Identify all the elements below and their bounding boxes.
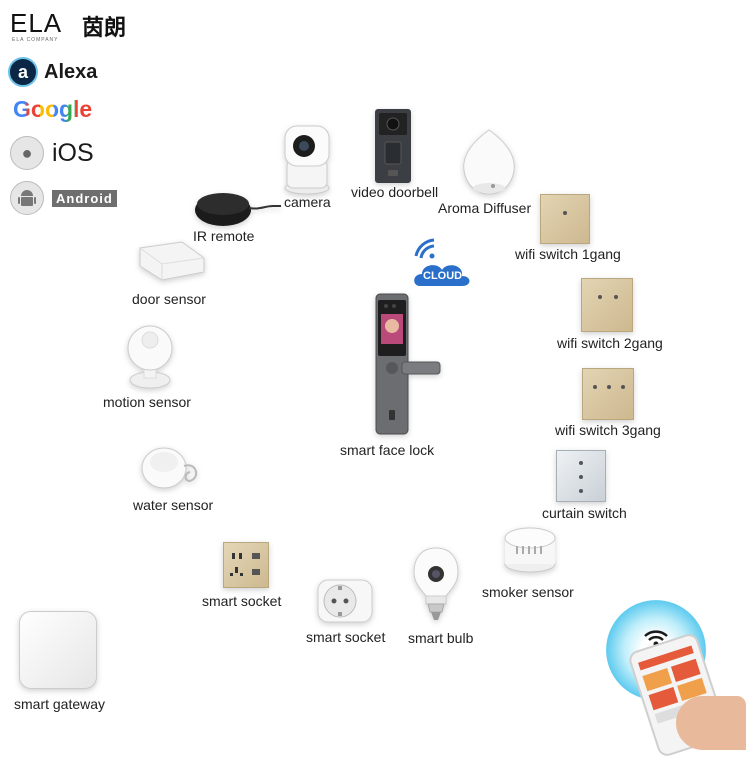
platform-ios: ● iOS <box>10 136 94 170</box>
smart-socket-plug-label: smart socket <box>306 629 386 645</box>
ir-remote-device <box>195 193 281 226</box>
apple-icon: ● <box>10 136 44 170</box>
smart-gateway-label: smart gateway <box>14 696 106 712</box>
wifi-switch-1gang-label: wifi switch 1gang <box>515 246 621 262</box>
smart-socket-panel-device <box>223 542 269 588</box>
smart-socket-panel-label: smart socket <box>202 593 282 609</box>
wifi-switch-3gang-label: wifi switch 3gang <box>555 422 661 438</box>
curtain-switch-device <box>556 450 606 502</box>
water-sensor-device <box>141 447 198 489</box>
curtain-switch-label: curtain switch <box>542 505 627 521</box>
cloud-label: CLOUD <box>423 270 463 282</box>
alexa-label: Alexa <box>44 60 98 83</box>
camera-device <box>284 125 330 195</box>
switch-dot-icon <box>621 385 625 389</box>
switch-dot-icon <box>579 489 583 493</box>
switch-dot-icon <box>614 295 618 299</box>
phone-app-illustration <box>606 600 750 758</box>
wifi-icon <box>414 238 470 286</box>
google-wordmark: Google <box>13 96 93 122</box>
android-label: Android <box>52 189 117 207</box>
smart-bulb-device <box>413 547 459 620</box>
smart-gateway-device <box>19 611 97 689</box>
smart-bulb-label: smart bulb <box>408 630 474 646</box>
smart-socket-plug-device <box>317 579 373 623</box>
ir-remote-label: IR remote <box>193 228 255 244</box>
platform-alexa: a Alexa <box>8 57 97 87</box>
switch-dot-icon <box>579 461 583 465</box>
wifi-switch-2gang-label: wifi switch 2gang <box>557 335 663 351</box>
wifi-switch-3gang-device <box>582 368 634 420</box>
wifi-switch-2gang-device <box>581 278 633 332</box>
wifi-switch-1gang-device <box>540 194 590 244</box>
logo-text: ELA <box>10 8 63 38</box>
switch-dot-icon <box>607 385 611 389</box>
ios-label: iOS <box>52 138 94 167</box>
motion-sensor-device <box>127 325 173 389</box>
video-doorbell-device <box>375 109 411 183</box>
switch-dot-icon <box>593 385 597 389</box>
alexa-icon: a <box>8 57 38 87</box>
brand-logo: ELA 茵朗 ELA COMPANY <box>10 8 140 44</box>
android-icon <box>10 181 44 215</box>
switch-dot-icon <box>563 211 567 215</box>
cloud-badge: CLOUD <box>410 238 474 290</box>
motion-sensor-label: motion sensor <box>103 394 191 410</box>
hand <box>676 696 746 750</box>
logo-chinese: 茵朗 <box>82 15 127 40</box>
video-doorbell-label: video doorbell <box>351 184 439 200</box>
door-sensor-device <box>139 241 205 281</box>
socket-holes-icon <box>230 553 260 576</box>
switch-dot-icon <box>598 295 602 299</box>
water-sensor-label: water sensor <box>133 497 214 513</box>
smoker-sensor-device <box>504 527 556 573</box>
platform-android: Android <box>10 181 117 215</box>
camera-label: camera <box>284 194 331 210</box>
switch-dot-icon <box>579 475 583 479</box>
aroma-diffuser-label: Aroma Diffuser <box>438 200 532 216</box>
smoker-sensor-label: smoker sensor <box>482 584 574 600</box>
aroma-diffuser-device <box>463 129 515 195</box>
smart-face-lock-label: smart face lock <box>340 442 435 458</box>
logo-subtitle: ELA COMPANY <box>12 37 59 43</box>
platform-google: Google <box>13 96 92 123</box>
door-sensor-label: door sensor <box>132 291 206 307</box>
smart-face-lock-device <box>375 293 441 435</box>
